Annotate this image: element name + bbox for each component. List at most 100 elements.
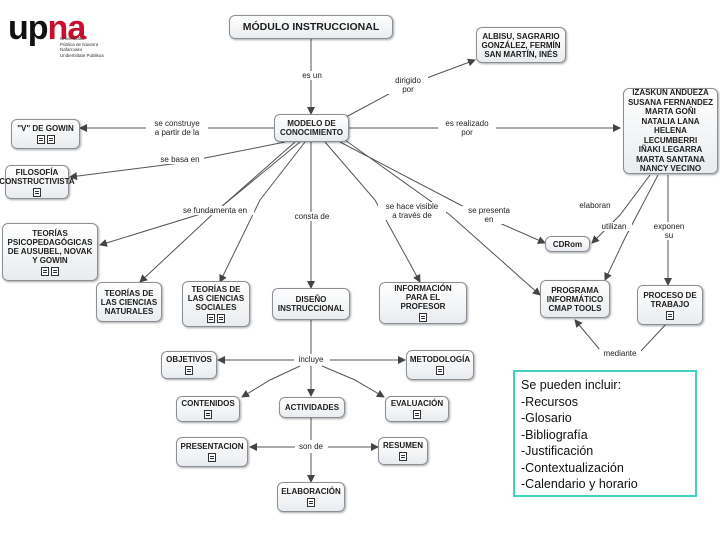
node-filosofia-label: FILOSOFÍA CONSTRUCTIVISTA: [0, 167, 75, 186]
node-authors-1[interactable]: ALBISU, SAGRARIO GONZÁLEZ, FERMÍN SAN MA…: [476, 27, 566, 63]
node-contenidos[interactable]: CONTENIDOS: [176, 396, 240, 422]
node-contenidos-label: CONTENIDOS: [181, 399, 235, 408]
notes-line: -Contextualización: [521, 460, 624, 475]
notes-line: -Justificación: [521, 444, 594, 458]
node-title[interactable]: MÓDULO INSTRUCCIONAL: [229, 15, 393, 39]
document-icon[interactable]: [436, 366, 444, 375]
doc-icons: [41, 265, 59, 276]
doc-icons: [413, 408, 421, 419]
doc-icons: [33, 186, 41, 197]
doc-icons: [436, 364, 444, 375]
logo-word-up: up: [8, 9, 49, 47]
link-incluye-contenidos: [241, 365, 301, 398]
node-programa[interactable]: PROGRAMA INFORMÁTICO CMAP TOOLS: [540, 280, 610, 318]
node-ciencias-sociales-label: TEORÍAS DE LAS CIENCIAS SOCIALES: [187, 285, 245, 312]
node-resumen[interactable]: RESUMEN: [378, 437, 428, 465]
doc-icons: [208, 451, 216, 462]
doc-icons: [666, 309, 674, 320]
node-cdrom[interactable]: CDRom: [545, 236, 590, 252]
document-icon[interactable]: [36, 135, 45, 144]
notes-line: Se pueden incluir:: [521, 378, 622, 392]
node-metodologia-label: METODOLOGÍA: [409, 355, 471, 364]
link-label-es-realizado-por: es realizado por: [438, 119, 496, 137]
link-incluye-evaluacion: [321, 365, 385, 398]
document-icon[interactable]: [33, 187, 41, 197]
link-authors2-cdrom: [591, 174, 651, 244]
link-modelo-ciencias-soc: [219, 141, 306, 283]
notes-line: -Recursos: [521, 394, 578, 409]
doc-icons: [399, 450, 407, 461]
node-authors-2[interactable]: IZASKUN ANDUEZA SUSANA FERNANDEZ MARTA G…: [623, 88, 718, 174]
link-label-es-un: es un: [298, 71, 326, 80]
document-icon[interactable]: [185, 366, 193, 375]
node-actividades[interactable]: ACTIVIDADES: [279, 397, 345, 418]
document-icon[interactable]: [208, 453, 216, 462]
notes-line: -Calendario y horario: [521, 477, 638, 491]
node-evaluacion-label: EVALUACIÓN: [390, 399, 444, 408]
document-icon[interactable]: [666, 310, 674, 320]
node-diseno[interactable]: DISEÑO INSTRUCCIONAL: [272, 288, 350, 320]
link-modelo-cdrom: [339, 141, 546, 244]
node-ciencias-sociales[interactable]: TEORÍAS DE LAS CIENCIAS SOCIALES: [182, 281, 250, 327]
link-modelo-informacion: [324, 141, 421, 283]
node-ciencias-naturales-label: TEORÍAS DE LAS CIENCIAS NATURALES: [100, 288, 158, 316]
node-objetivos-label: OBJETIVOS: [166, 355, 212, 364]
node-uve-gowin-label: "V" DE GOWIN: [17, 124, 74, 133]
document-icon[interactable]: [41, 266, 49, 276]
logo-wordmark: upna: [8, 8, 87, 48]
node-title-label: MÓDULO INSTRUCCIONAL: [242, 20, 380, 33]
link-authors2-programa: [604, 174, 659, 281]
document-icon[interactable]: [419, 313, 427, 322]
node-authors-2-label: IZASKUN ANDUEZA SUSANA FERNANDEZ MARTA G…: [627, 88, 714, 174]
node-informacion-label: INFORMACIÓN PARA EL PROFESOR: [394, 284, 452, 311]
node-presentacion[interactable]: PRESENTACION: [176, 437, 248, 467]
node-filosofia[interactable]: FILOSOFÍA CONSTRUCTIVISTA: [0, 165, 75, 199]
notes-line: -Bibliografía: [521, 427, 588, 442]
doc-icons: [419, 311, 427, 322]
doc-icons: [204, 408, 212, 419]
document-icon[interactable]: [217, 314, 225, 323]
document-icon[interactable]: [399, 452, 407, 461]
node-informacion[interactable]: INFORMACIÓN PARA EL PROFESOR: [379, 282, 467, 324]
node-resumen-label: RESUMEN: [382, 441, 423, 450]
doc-icons: [307, 496, 315, 507]
node-cdrom-label: CDRom: [552, 239, 583, 249]
node-metodologia[interactable]: METODOLOGÍA: [406, 350, 474, 380]
node-uve-gowin[interactable]: "V" DE GOWIN: [11, 119, 80, 149]
node-elaboracion-label: ELABORACIÓN: [281, 487, 341, 496]
node-presentacion-label: PRESENTACION: [180, 442, 244, 451]
link-label-consta-de: consta de: [290, 212, 334, 221]
node-ciencias-naturales[interactable]: TEORÍAS DE LAS CIENCIAS NATURALES: [96, 282, 162, 322]
node-teorias-psico-label: TEORÍAS PSICOPEDAGÓGICAS DE AUSUBEL, NOV…: [7, 228, 93, 265]
logo-subtext: Universidad Pública de Navarra Nafarroak…: [60, 36, 104, 58]
node-programa-label: PROGRAMA INFORMÁTICO CMAP TOOLS: [546, 285, 604, 313]
node-teorias-psico[interactable]: TEORÍAS PSICOPEDAGÓGICAS DE AUSUBEL, NOV…: [2, 223, 98, 281]
node-proceso-label: PROCESO DE TRABAJO: [643, 290, 697, 309]
link-label-utilizan: utilizan: [596, 222, 632, 231]
document-icon[interactable]: [307, 498, 315, 507]
link-label-se-basa-en: se basa en: [156, 155, 204, 164]
node-proceso[interactable]: PROCESO DE TRABAJO: [637, 285, 703, 325]
node-modelo-label: MODELO DE CONOCIMIENTO: [280, 119, 343, 137]
link-label-se-construye: se construye a partir de la: [146, 119, 208, 137]
link-label-incluye: incluye: [294, 355, 328, 364]
link-label-dirigido-por: dirigido por: [388, 76, 428, 94]
logo-word-na: na: [47, 9, 87, 47]
node-actividades-label: ACTIVIDADES: [284, 403, 340, 412]
upna-logo: upna Universidad Pública de Navarra Nafa…: [8, 6, 123, 62]
document-icon[interactable]: [207, 314, 215, 323]
notes-textbox[interactable]: Se pueden incluir: -Recursos -Glosario -…: [513, 370, 697, 497]
link-label-se-fundamenta-en: se fundamenta en: [176, 206, 254, 215]
link-label-mediante: mediante: [599, 349, 641, 358]
node-elaboracion[interactable]: ELABORACIÓN: [277, 482, 345, 512]
document-icon[interactable]: [46, 135, 55, 144]
node-modelo[interactable]: MODELO DE CONOCIMIENTO: [274, 114, 349, 142]
link-modelo-programa: [344, 139, 541, 296]
node-evaluacion[interactable]: EVALUACIÓN: [385, 396, 449, 422]
document-icon[interactable]: [204, 410, 212, 419]
link-label-elaboran: elaboran: [574, 201, 616, 210]
document-icon[interactable]: [413, 410, 421, 419]
document-icon[interactable]: [51, 266, 59, 276]
node-objetivos[interactable]: OBJETIVOS: [161, 351, 217, 379]
